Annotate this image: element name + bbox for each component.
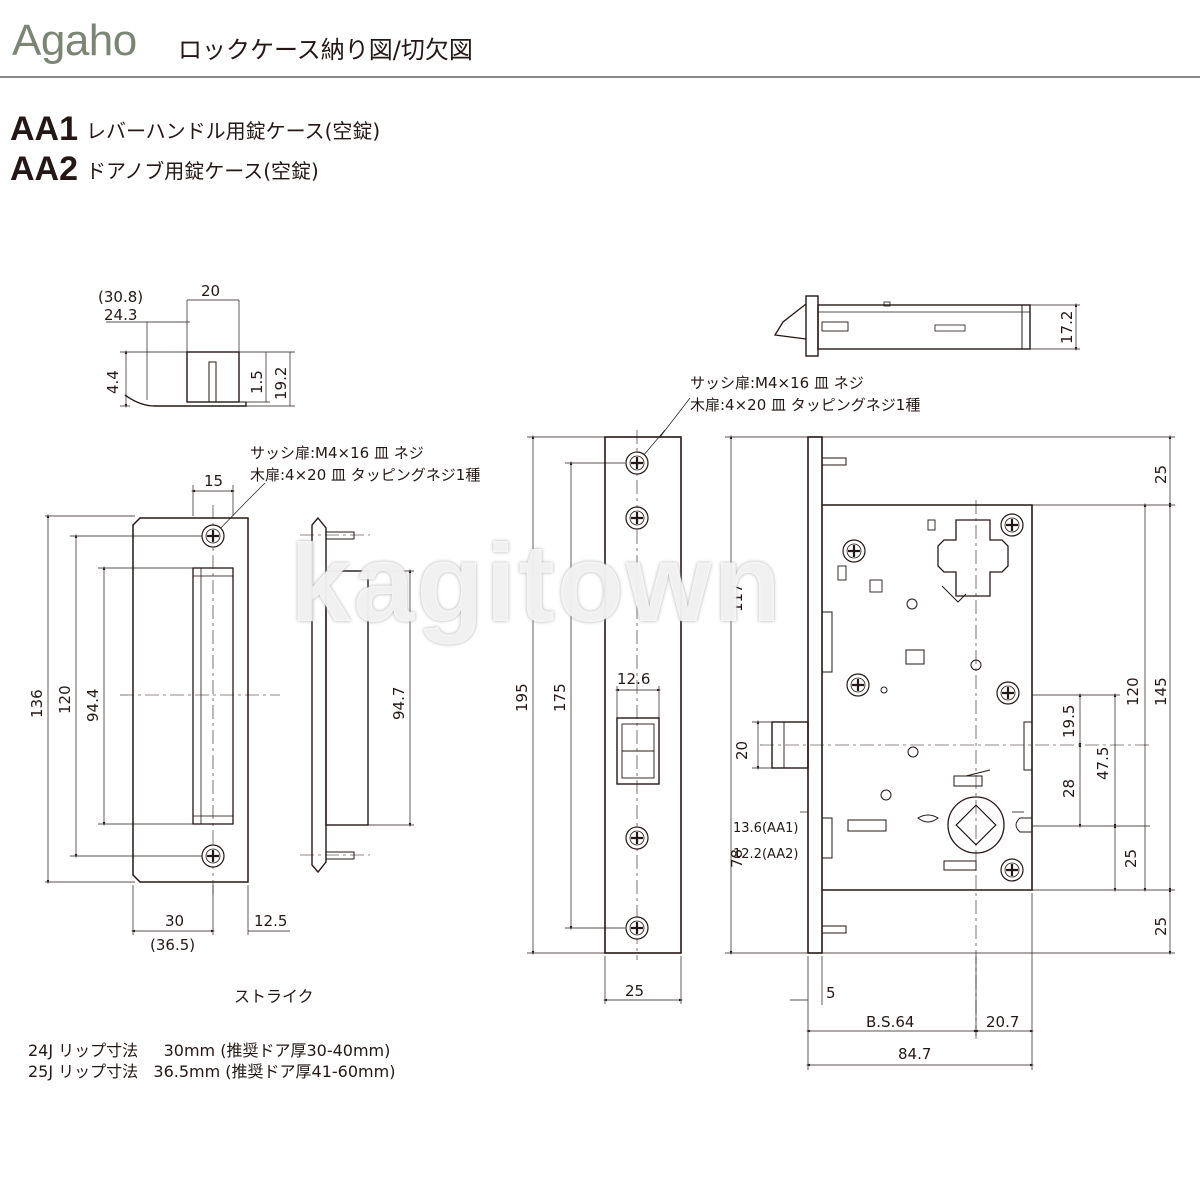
strike-label: ストライク (234, 987, 314, 1006)
lip-note-25j: 25J リップ寸法 36.5mm (推奨ドア厚41-60mm) (28, 1062, 396, 1081)
page-title: ロックケース納り図/切欠図 (178, 36, 473, 64)
model-aa1: AA1 レバーハンドル用錠ケース(空錠) (10, 110, 380, 149)
dim-label: 19.5 (1060, 705, 1078, 738)
dim-label: 120 (56, 685, 74, 714)
dim-label: 4.4 (104, 370, 122, 394)
dim-label: 13.6(AA1) (733, 821, 799, 836)
model-code: AA1 (10, 110, 79, 148)
dim-label: 195 (513, 683, 531, 712)
header: Agaho ロックケース納り図/切欠図 (0, 0, 1200, 80)
screw-note-sash: サッシ扉:M4×16 皿 ネジ (250, 444, 424, 462)
dim-label: 24.3 (104, 306, 137, 324)
dim-label: (36.5) (150, 936, 195, 954)
dim-label: 25 (1152, 917, 1170, 936)
dim-label: 17.2 (1058, 311, 1076, 344)
strike-side (300, 516, 414, 874)
dim-label: 15 (204, 472, 223, 490)
dim-label: 84.7 (898, 1045, 931, 1063)
dim-label: 12.5 (254, 912, 287, 930)
faceplate (527, 429, 684, 1004)
model-description: レバーハンドル用錠ケース(空錠) (86, 119, 381, 143)
dim-label: 117 (728, 583, 746, 612)
lockcase-top-view (773, 295, 1080, 357)
dim-label: 28 (1060, 779, 1078, 798)
screw-note-wood: 木扉:4×20 皿 タッピングネジ1種 (250, 466, 480, 484)
dim-label: 5 (826, 984, 836, 1002)
lockcase-front (659, 397, 1175, 1070)
dim-label: 47.5 (1094, 747, 1112, 780)
dim-label: 19.2 (272, 367, 290, 400)
model-aa2: AA2 ドアノブ用錠ケース(空錠) (10, 150, 319, 189)
strike-top-view (106, 299, 295, 409)
dim-label: B.S.64 (866, 1013, 914, 1031)
dim-label: 12.2(AA2) (733, 847, 799, 862)
strike-front (45, 482, 290, 935)
dim-label: 20 (201, 282, 220, 300)
dim-label: 94.7 (390, 687, 408, 720)
dim-label: 1.5 (248, 370, 266, 394)
dim-label: 20.7 (986, 1013, 1019, 1031)
dim-label: (30.8) (98, 288, 143, 306)
dim-label: 78 (728, 849, 746, 868)
brand-logo: Agaho (12, 16, 137, 65)
model-code: AA2 (10, 150, 79, 188)
header-divider (0, 76, 1200, 78)
dim-label: 25 (1122, 849, 1140, 868)
lip-note-24j: 24J リップ寸法 30mm (推奨ドア厚30-40mm) (28, 1041, 391, 1060)
dim-label: 145 (1152, 677, 1170, 706)
screw-note-sash: サッシ扉:M4×16 皿 ネジ (690, 374, 864, 392)
dim-label: 30 (165, 912, 184, 930)
dim-label: 20 (733, 741, 751, 760)
dim-label: 94.4 (84, 689, 102, 722)
dim-label: 120 (1124, 677, 1142, 706)
dim-label: 136 (28, 689, 46, 718)
dim-label: 25 (1152, 465, 1170, 484)
dim-label: 25 (625, 982, 644, 1000)
model-description: ドアノブ用錠ケース(空錠) (86, 159, 319, 183)
screw-note-wood: 木扉:4×20 皿 タッピングネジ1種 (690, 396, 920, 414)
dim-label: 12.6 (617, 670, 650, 688)
dim-label: 175 (551, 683, 569, 712)
